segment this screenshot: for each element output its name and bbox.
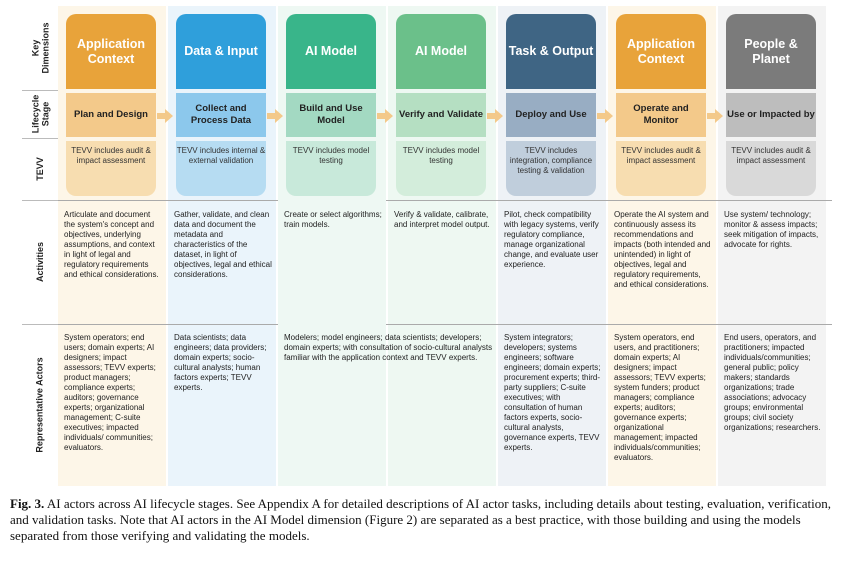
stage-arrow-icon <box>377 109 393 123</box>
representative-actors-text: Data scientists; data engineers; data pr… <box>174 333 267 392</box>
lifecycle-stage: Operate and Monitor <box>616 93 706 137</box>
activities-text: Pilot, check compatibility with legacy s… <box>504 210 599 269</box>
activities-text: Articulate and document the system's con… <box>64 210 159 279</box>
activities-text: Create or select algorithms; train model… <box>284 210 382 229</box>
tevv-box: TEVV includes audit & impact assessment <box>66 141 156 196</box>
key-dimension-header: Task & Output <box>506 14 596 89</box>
key-dimension-header: Application Context <box>616 14 706 89</box>
tevv-box: TEVV includes audit & impact assessment <box>726 141 816 196</box>
representative-actors-text: Modelers; model engineers; data scientis… <box>284 333 493 362</box>
row-label-activities: Activities <box>22 200 58 325</box>
figure-caption: Fig. 3. AI actors across AI lifecycle st… <box>10 496 832 544</box>
row-label-representative-actors: Representative Actors <box>35 357 46 453</box>
divider-activities <box>58 200 832 201</box>
row-label-lifecycle-stage: Lifecycle Stage <box>22 90 58 139</box>
activities-text: Use system/ technology; monitor & assess… <box>724 210 819 249</box>
representative-actors-text: System operators, end users, and practit… <box>614 333 706 462</box>
key-dimension-header: AI Model <box>286 14 376 89</box>
tevv-box: TEVV includes internal & external valida… <box>176 141 266 196</box>
stage-arrow-icon <box>487 109 503 123</box>
stage-arrow-icon <box>267 109 283 123</box>
lifecycle-stage: Build and Use Model <box>286 93 376 137</box>
lifecycle-stage: Deploy and Use <box>506 93 596 137</box>
row-label-key-dimensions: Key Dimensions <box>22 6 58 91</box>
stage-arrow-icon <box>597 109 613 123</box>
lifecycle-stage: Plan and Design <box>66 93 156 137</box>
divider-actors <box>58 324 832 325</box>
tevv-box: TEVV includes audit & impact assessment <box>616 141 706 196</box>
stage-arrow-icon <box>157 109 173 123</box>
caption-text: AI actors across AI lifecycle stages. Se… <box>10 496 831 543</box>
caption-label: Fig. 3. <box>10 496 45 511</box>
tevv-box: TEVV includes integration, compliance te… <box>506 141 596 196</box>
activities-text: Gather, validate, and clean data and doc… <box>174 210 272 279</box>
ai-lifecycle-diagram: Key Dimensions Lifecycle Stage TEVV Acti… <box>22 6 832 486</box>
tevv-box: TEVV includes model testing <box>286 141 376 196</box>
key-dimension-header: People & Planet <box>726 14 816 89</box>
row-labels: Key Dimensions Lifecycle Stage TEVV Acti… <box>22 6 58 486</box>
representative-actors-text: System operators; end users; domain expe… <box>64 333 156 452</box>
representative-actors-text: System integrators; developers; systems … <box>504 333 601 452</box>
activities-text: Verify & validate, calibrate, and interp… <box>394 210 490 229</box>
lifecycle-stage: Use or Impacted by <box>726 93 816 137</box>
key-dimension-header: Application Context <box>66 14 156 89</box>
representative-actors-text: End users, operators, and practitioners;… <box>724 333 821 432</box>
key-dimension-header: Data & Input <box>176 14 266 89</box>
row-label-tevv: TEVV <box>22 138 58 201</box>
stage-arrow-icon <box>707 109 723 123</box>
lifecycle-stage: Collect and Process Data <box>176 93 266 137</box>
tevv-box: TEVV includes model testing <box>396 141 486 196</box>
key-dimension-header: AI Model <box>396 14 486 89</box>
lifecycle-stage: Verify and Validate <box>396 93 486 137</box>
activities-text: Operate the AI system and continuously a… <box>614 210 711 289</box>
